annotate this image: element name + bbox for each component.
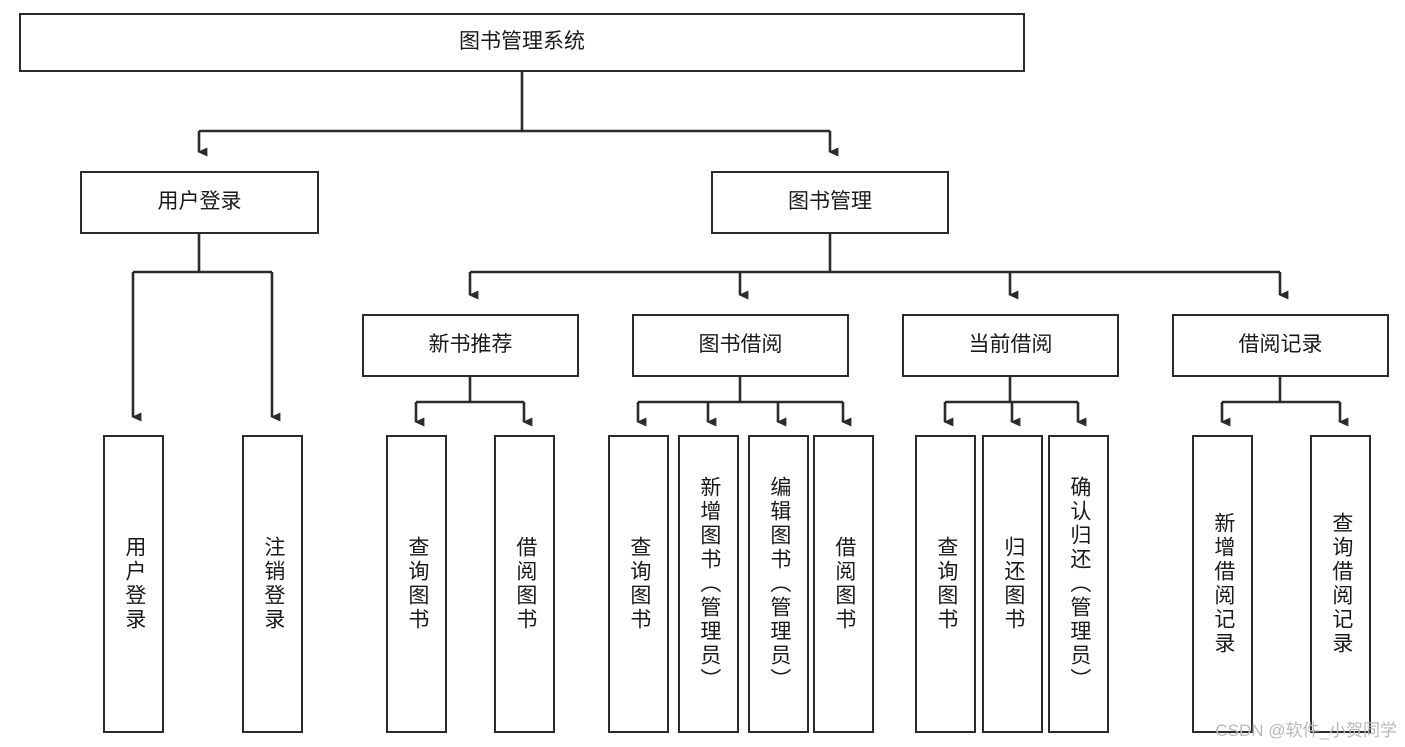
node-leaf-logout-login[interactable]: 注销登录 xyxy=(242,435,303,733)
node-leaf-add-record[interactable]: 新增借阅记录 xyxy=(1192,435,1253,733)
node-leaf-logout-login-label: 注销登录 xyxy=(261,536,285,632)
node-user-login-label: 用户登录 xyxy=(157,190,242,214)
node-leaf-query-record[interactable]: 查询借阅记录 xyxy=(1310,435,1371,733)
node-root[interactable]: 图书管理系统 xyxy=(19,13,1025,72)
node-leaf-edit-book[interactable]: 编辑图书（管理员） xyxy=(748,435,809,733)
node-leaf-borrow-book-1-label: 借阅图书 xyxy=(513,536,537,632)
node-leaf-user-login[interactable]: 用户登录 xyxy=(103,435,164,733)
node-new-book-recommend[interactable]: 新书推荐 xyxy=(362,314,579,377)
node-book-borrow-label: 图书借阅 xyxy=(698,333,783,357)
node-leaf-query-book-3[interactable]: 查询图书 xyxy=(915,435,976,733)
node-current-borrow-label: 当前借阅 xyxy=(968,333,1053,357)
node-leaf-query-book-1-label: 查询图书 xyxy=(405,536,429,632)
node-leaf-query-record-label: 查询借阅记录 xyxy=(1329,512,1353,656)
node-leaf-query-book-2[interactable]: 查询图书 xyxy=(608,435,669,733)
node-book-borrow[interactable]: 图书借阅 xyxy=(632,314,849,377)
node-borrow-record[interactable]: 借阅记录 xyxy=(1172,314,1389,377)
node-leaf-edit-book-label: 编辑图书（管理员） xyxy=(767,476,791,692)
node-new-book-recommend-label: 新书推荐 xyxy=(428,333,513,357)
node-leaf-borrow-book-1[interactable]: 借阅图书 xyxy=(494,435,555,733)
node-leaf-query-book-2-label: 查询图书 xyxy=(627,536,651,632)
node-root-label: 图书管理系统 xyxy=(459,30,585,54)
node-book-manage-label: 图书管理 xyxy=(788,190,872,214)
node-leaf-borrow-book-2-label: 借阅图书 xyxy=(832,536,856,632)
node-current-borrow[interactable]: 当前借阅 xyxy=(902,314,1119,377)
node-leaf-borrow-book-2[interactable]: 借阅图书 xyxy=(813,435,874,733)
node-leaf-query-book-1[interactable]: 查询图书 xyxy=(386,435,447,733)
node-leaf-add-book-label: 新增图书（管理员） xyxy=(697,476,721,692)
node-leaf-add-book[interactable]: 新增图书（管理员） xyxy=(678,435,739,733)
node-leaf-return-book-label: 归还图书 xyxy=(1001,536,1025,632)
node-leaf-confirm-return[interactable]: 确认归还（管理员） xyxy=(1048,435,1109,733)
node-user-login[interactable]: 用户登录 xyxy=(80,171,319,234)
node-leaf-return-book[interactable]: 归还图书 xyxy=(982,435,1043,733)
node-leaf-query-book-3-label: 查询图书 xyxy=(934,536,958,632)
node-leaf-user-login-label: 用户登录 xyxy=(122,536,146,632)
node-leaf-add-record-label: 新增借阅记录 xyxy=(1211,512,1235,656)
watermark-text: CSDN @软件_小贺同学 xyxy=(1215,721,1397,740)
node-borrow-record-label: 借阅记录 xyxy=(1238,333,1323,357)
node-leaf-confirm-return-label: 确认归还（管理员） xyxy=(1067,476,1091,692)
node-book-manage[interactable]: 图书管理 xyxy=(711,171,949,234)
